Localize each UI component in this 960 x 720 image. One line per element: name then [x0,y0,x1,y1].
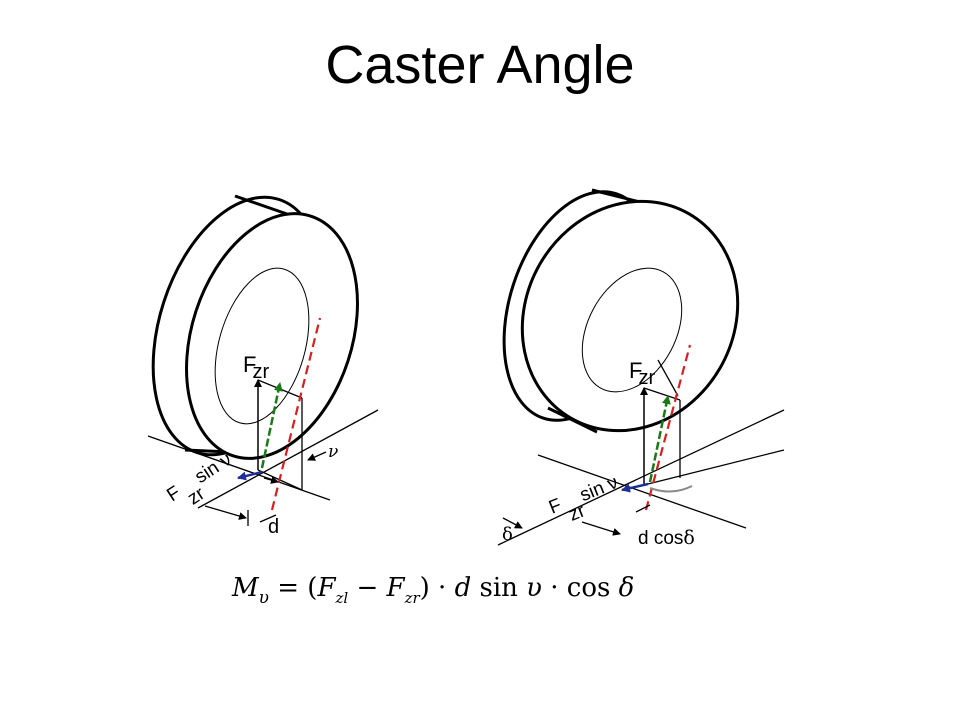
right-ground-line-4 [657,359,679,397]
left-nu-pointer-2 [263,476,279,484]
right-delta-arrow [502,517,523,529]
caster-moment-formula: Mυ = (Fzl − Fzr) · d sin υ · cos δ [231,573,634,608]
left-ground-line-2 [197,409,379,509]
left-nu-label: ν [328,442,338,462]
left-d-label: d [268,516,279,538]
right-resultant-force-arrow [648,395,671,483]
right-wheel-figure: Fzr Fzrsin ν δ d cosδ [497,188,785,549]
right-ground-line-1 [537,454,747,529]
right-dcos-dim-line [581,521,621,536]
right-ground-line-3 [639,449,785,487]
right-wheel-front-face [520,199,740,433]
left-fz-label: Fzr [243,352,269,383]
right-fz-sin-label: Fzrsin ν [546,472,626,532]
right-ground-line-2 [497,409,785,546]
right-lateral-component-arrow [621,482,649,493]
slide-title: Caster Angle [325,35,635,95]
right-box-top [643,387,681,401]
left-resultant-force-arrow [260,382,283,469]
right-dcos-dim-line-2 [635,504,651,513]
right-fz-label: Fzr [629,358,655,389]
right-dcos-label: d cosδ [638,527,695,549]
left-wheel-hub [214,267,310,425]
left-d-dim-line [204,505,247,520]
left-steering-axis [270,317,322,511]
left-wheel-figure: Fzr Fzrsin ν ν d [147,194,379,538]
right-delta-label: δ [502,524,513,545]
left-d-dim-line-2 [259,514,277,523]
left-fz-sin-label: Fzrsin ν [163,449,243,518]
right-wheel-hub [581,267,683,393]
left-nu-pointer-1 [307,451,327,461]
left-lateral-component-arrow [237,470,263,481]
right-steering-axis [644,344,692,511]
left-wheel-front-face [185,212,359,460]
right-projection-curve [649,485,693,493]
